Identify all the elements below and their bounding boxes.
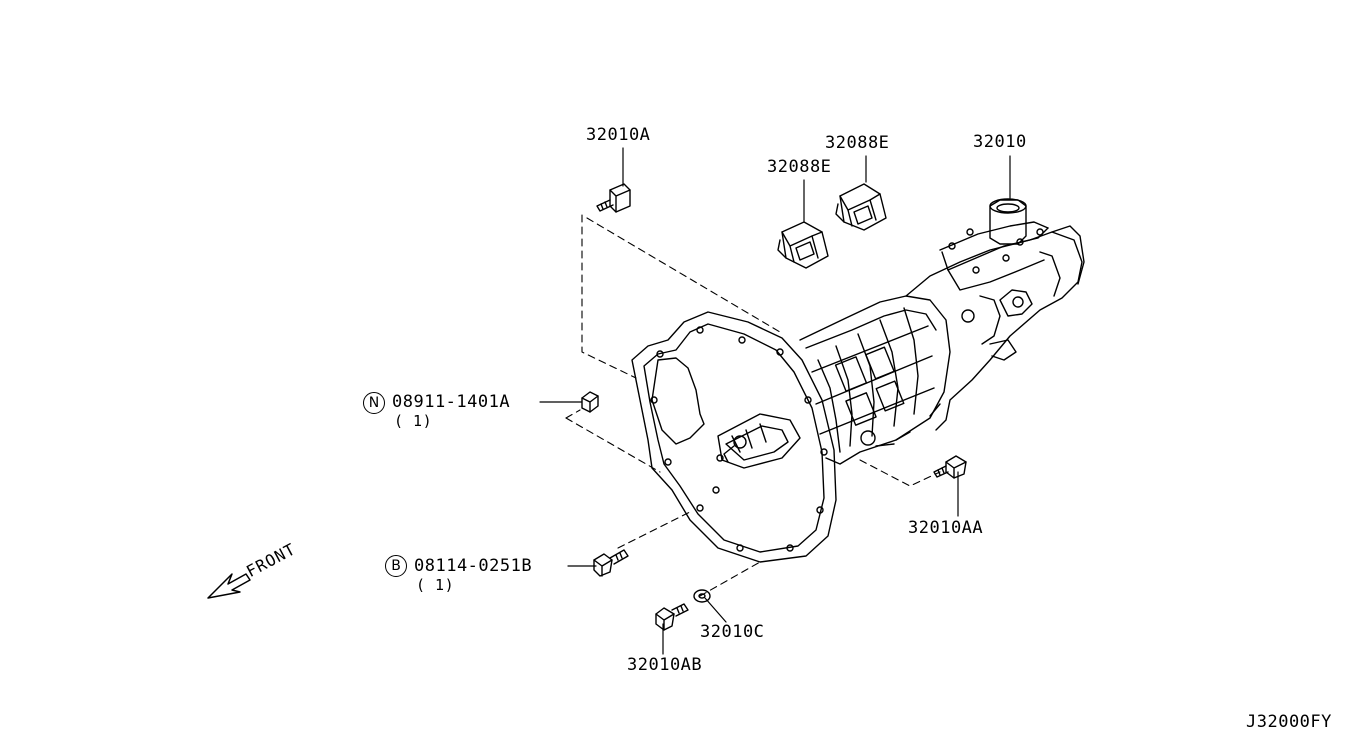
bolt-08114-0251B-icon [594,550,628,576]
bolt-32010A-icon [597,184,630,212]
prefix-circle-B: B [385,555,407,577]
bolt-32010AA-icon [934,456,966,478]
transmission-assembly-icon [632,199,1084,562]
switch-32088E-left-icon [778,222,828,268]
nut-08911-1401A-icon [582,392,598,412]
part-label-32088E-upper: 32088E [825,133,890,153]
quantity-label-08114-0251B: ( 1) [416,576,455,594]
front-arrow-icon [208,574,250,598]
part-label-32010: 32010 [973,132,1027,152]
washer-32010C-icon [694,590,710,602]
bolt-32010AB-icon [656,604,688,630]
part-label-32010A: 32010A [586,125,651,145]
switch-32088E-right-icon [836,184,886,230]
part-label-32010AA: 32010AA [908,518,984,538]
part-label-08911-1401A: 08911-1401A [392,392,511,412]
part-label-32088E-lower: 32088E [767,157,832,177]
quantity-label-08911-1401A: ( 1) [394,412,433,430]
part-label-32010C: 32010C [700,622,765,642]
diagram-code: J32000FY [1246,712,1332,732]
part-label-32010AB: 32010AB [627,655,703,675]
leader-lines [540,148,1010,654]
part-label-08114-0251B: 08114-0251B [414,556,533,576]
prefix-circle-N: N [363,392,385,414]
assembly-guide-lines [566,215,940,596]
